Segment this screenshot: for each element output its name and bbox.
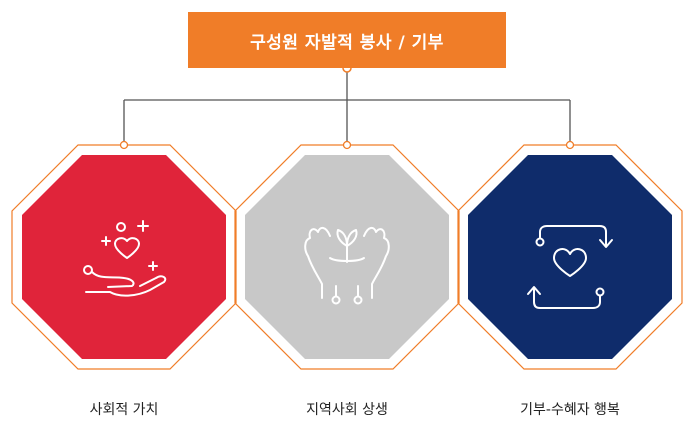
connector-lines xyxy=(123,68,571,145)
label-community: 지역사회 상생 xyxy=(306,402,388,418)
label-donor-happiness: 기부-수혜자 행복 xyxy=(520,402,620,418)
octagon-donor-happiness xyxy=(457,140,683,370)
hands-sprout-icon xyxy=(304,226,390,305)
octagon-fill-navy xyxy=(468,155,672,359)
heart-cycle-icon xyxy=(527,225,613,309)
hand-heart-icon xyxy=(83,220,167,297)
top-title-box: 구성원 자발적 봉사 / 기부 xyxy=(188,12,506,68)
top-title: 구성원 자발적 봉사 / 기부 xyxy=(250,32,444,53)
label-social-value: 사회적 가치 xyxy=(89,402,159,418)
